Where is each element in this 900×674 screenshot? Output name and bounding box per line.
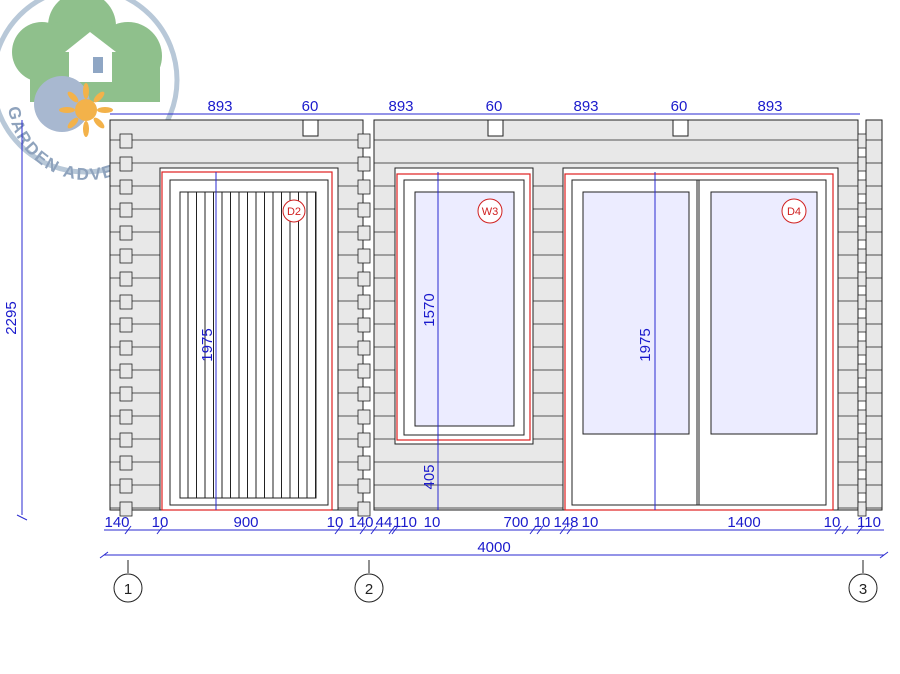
bottom-dim-4: 10: [327, 514, 344, 531]
door-d4-height: 1975: [637, 328, 654, 361]
top-dim-7: 893: [757, 98, 782, 115]
top-dim-1: 893: [207, 98, 232, 115]
grid-axes: 1 2 3: [113, 560, 878, 603]
bottom-dim-8: 10: [424, 514, 441, 531]
bottom-dim-10: 10: [534, 514, 551, 531]
bottom-dim-3: 900: [233, 514, 258, 531]
window-w3-height: 1570: [421, 293, 438, 326]
bottom-dimension-chain: 140 10 900 10 140 44 110 10 700 10 148 1…: [99, 514, 889, 559]
top-dim-5: 893: [573, 98, 598, 115]
window-w3-sill: 405: [421, 464, 438, 489]
bottom-dim-2: 10: [152, 514, 169, 531]
door-d2-tag: D2: [287, 206, 301, 218]
axis-2-bubble: [354, 573, 384, 603]
axis-1-label: 1: [124, 581, 132, 598]
top-dimension-chain: 893 60 893 60 893 60 893: [110, 98, 860, 115]
axis-1-bubble: [113, 573, 143, 603]
total-width-dim: 4000: [477, 539, 510, 556]
height-dim-label: 2295: [3, 301, 20, 334]
door-d2: D2 1975: [159, 167, 339, 511]
height-dimension: 2295: [3, 120, 28, 521]
door-d4-tag: D4: [787, 206, 801, 218]
bottom-dim-7: 110: [393, 514, 417, 531]
axis-3-label: 3: [859, 581, 867, 598]
top-dim-6: 60: [671, 98, 688, 115]
top-dim-2: 60: [302, 98, 319, 115]
top-dim-4: 60: [486, 98, 503, 115]
bottom-dim-5: 140: [348, 514, 373, 531]
bottom-dim-6: 44: [376, 514, 393, 531]
bottom-dim-12: 10: [582, 514, 599, 531]
window-w3-tag: W3: [482, 206, 499, 218]
door-d4: D4 1975: [562, 167, 839, 511]
bottom-dim-13: 1400: [727, 514, 760, 531]
door-d2-height: 1975: [199, 328, 216, 361]
bottom-dim-14: 10: [824, 514, 841, 531]
bottom-dim-9: 700: [503, 514, 528, 531]
axis-3-bubble: [848, 573, 878, 603]
axis-2-label: 2: [365, 581, 373, 598]
bottom-dim-15: 110: [857, 514, 881, 531]
bottom-dim-11: 148: [553, 514, 578, 531]
window-w3: W3 1570 405: [394, 167, 534, 510]
bottom-dim-1: 140: [104, 514, 129, 531]
top-dim-3: 893: [388, 98, 413, 115]
